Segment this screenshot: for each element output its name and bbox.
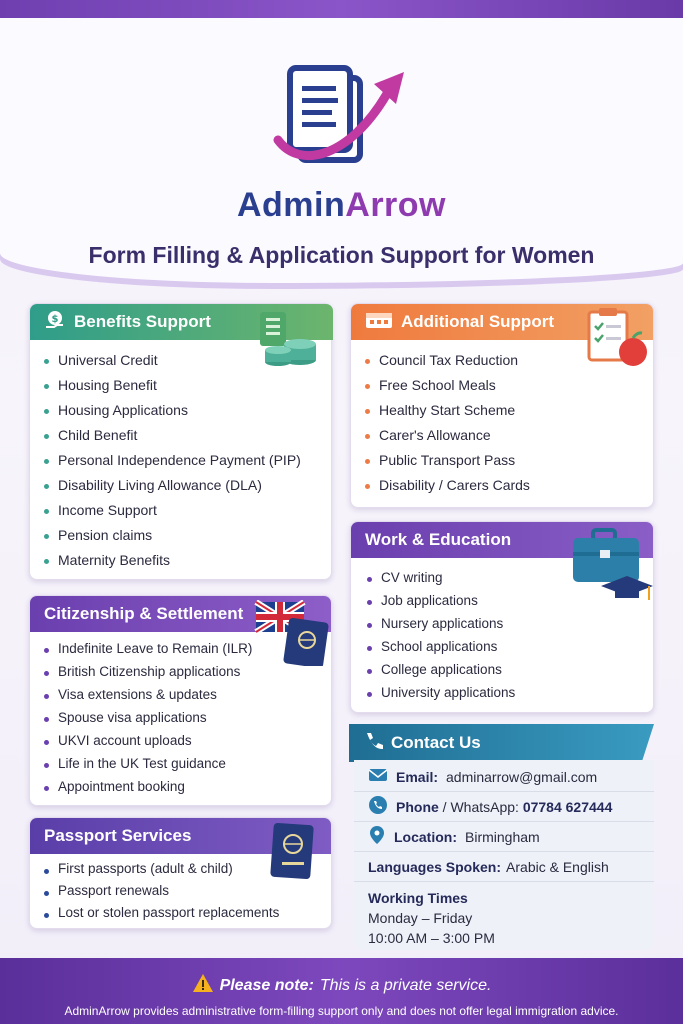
benefits-list: Universal Credit Housing Benefit Housing…	[30, 340, 331, 573]
list-item: Personal Independence Payment (PIP)	[44, 448, 331, 473]
phone-icon	[363, 731, 383, 756]
list-item: Free School Meals	[365, 373, 653, 398]
email-label: Email:	[396, 768, 439, 785]
list-item: Lost or stolen passport replacements	[44, 902, 331, 924]
email-value[interactable]: adminarrow@gmail.com	[446, 768, 598, 785]
list-item: CV writing	[367, 566, 653, 589]
contact-email-row: Email: adminarrow@gmail.com	[354, 762, 654, 792]
list-item: Appointment booking	[44, 775, 331, 798]
location-value: Birmingham	[465, 828, 540, 845]
clipboard-apple-icon	[585, 306, 651, 375]
contact-location-row: Location: Birmingham	[354, 822, 654, 852]
header: AdminArrow Form Filling & Application Su…	[0, 18, 683, 283]
list-item: UKVI account uploads	[44, 729, 331, 752]
list-item: Maternity Benefits	[44, 548, 331, 573]
benefits-card: $ Benefits Support Universal Credit Hous…	[29, 303, 333, 580]
work-list: CV writing Job applications Nursery appl…	[351, 558, 653, 704]
times-label: Working Times	[368, 890, 468, 906]
list-item: Public Transport Pass	[365, 448, 653, 473]
phone-label: Phone	[396, 798, 439, 815]
list-item: Passport renewals	[44, 880, 331, 902]
list-item: First passports (adult & child)	[44, 858, 331, 880]
phone-sep: / WhatsApp:	[438, 798, 523, 815]
footer: Please note: This is a private service. …	[0, 958, 683, 1024]
document-arrow-icon	[270, 58, 410, 183]
list-item: Housing Benefit	[44, 373, 331, 398]
footer-note: Please note: This is a private service.	[0, 973, 683, 998]
svg-text:$: $	[52, 314, 59, 325]
work-title: Work & Education	[365, 530, 512, 549]
list-item: Pension claims	[44, 523, 331, 548]
whatsapp-icon	[368, 795, 388, 818]
list-item: School applications	[367, 635, 653, 658]
passport-title: Passport Services	[44, 826, 192, 845]
additional-title: Additional Support	[401, 312, 554, 331]
times-hours: 10:00 AM – 3:00 PM	[368, 930, 495, 946]
note-label: Please note:	[219, 976, 314, 994]
list-item: Carer's Allowance	[365, 423, 653, 448]
list-item: Nursery applications	[367, 612, 653, 635]
citizenship-card: Citizenship & Settlement Indefinite Leav…	[29, 595, 332, 806]
benefits-title: Benefits Support	[74, 312, 211, 331]
contact-header: Contact Us	[349, 724, 654, 762]
passport-card: Passport Services First passports (adult…	[29, 817, 332, 929]
contact-title: Contact Us	[391, 733, 481, 752]
contact-languages-row: Languages Spoken: Arabic & English	[354, 852, 654, 882]
money-hand-icon: $	[44, 309, 66, 336]
citizenship-title: Citizenship & Settlement	[44, 604, 244, 623]
phone-value[interactable]: 07784 627444	[522, 798, 613, 815]
list-item: Disability / Carers Cards	[365, 473, 653, 498]
passport-list: First passports (adult & child) Passport…	[30, 854, 331, 924]
brand-part-1: Admin	[236, 186, 346, 224]
contact-body: Email: adminarrow@gmail.com Phone / What…	[354, 760, 654, 950]
brand-name: AdminArrow	[0, 186, 683, 225]
list-item: College applications	[367, 658, 653, 681]
times-days: Monday – Friday	[368, 910, 473, 926]
list-item: Spouse visa applications	[44, 706, 331, 729]
briefcase-graduation-icon	[569, 528, 653, 613]
calendar-icon	[365, 310, 393, 335]
warning-icon	[192, 973, 214, 998]
list-item: Housing Applications	[44, 398, 331, 423]
cash-coins-icon	[256, 308, 320, 373]
additional-card: Additional Support Council Tax Reduction…	[350, 303, 654, 508]
list-item: Job applications	[367, 589, 653, 612]
list-item: Income Support	[44, 498, 331, 523]
note-text: This is a private service.	[319, 976, 492, 994]
list-item: Disability Living Allowance (DLA)	[44, 473, 331, 498]
working-times: Working Times Monday – Friday 10:00 AM –…	[354, 882, 654, 948]
brand-part-2: Arrow	[345, 186, 446, 224]
list-item: Indefinite Leave to Remain (ILR)	[44, 637, 331, 660]
list-item: Healthy Start Scheme	[365, 398, 653, 423]
languages-label: Languages Spoken:	[368, 858, 502, 875]
list-item: Council Tax Reduction	[365, 348, 653, 373]
map-pin-icon	[368, 825, 386, 848]
uk-flag-passport-icon	[254, 599, 330, 671]
list-item: Universal Credit	[44, 348, 331, 373]
list-item: Life in the UK Test guidance	[44, 752, 331, 775]
list-item: Child Benefit	[44, 423, 331, 448]
additional-list: Council Tax Reduction Free School Meals …	[351, 340, 653, 498]
work-card: Work & Education CV writing Job applicat…	[350, 521, 654, 713]
languages-value: Arabic & English	[506, 858, 609, 875]
list-item: Visa extensions & updates	[44, 683, 331, 706]
tagline: Form Filling & Application Support for W…	[88, 242, 595, 268]
list-item: University applications	[367, 681, 653, 704]
footer-disclaimer: AdminArrow provides administrative form-…	[64, 1004, 619, 1018]
location-label: Location:	[394, 828, 457, 845]
passport-icon	[268, 820, 318, 887]
mail-icon	[368, 767, 388, 786]
list-item: British Citizenship applications	[44, 660, 331, 683]
contact-phone-row: Phone / WhatsApp: 07784 627444	[354, 792, 654, 822]
citizenship-list: Indefinite Leave to Remain (ILR) British…	[30, 632, 331, 798]
